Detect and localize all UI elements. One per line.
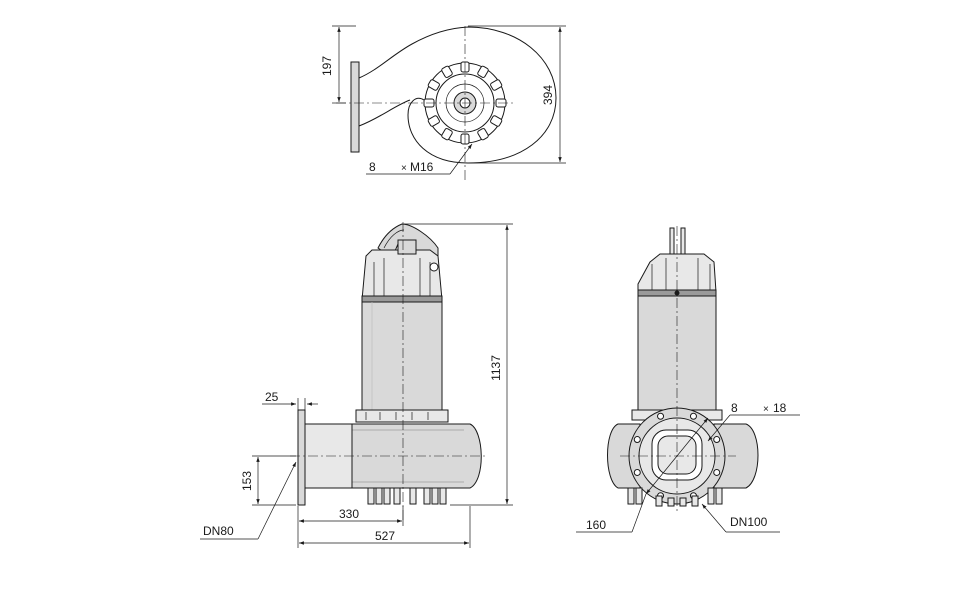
impeller-vane — [477, 128, 489, 141]
side-feet — [367, 487, 447, 505]
impeller-vane — [441, 128, 453, 141]
top-volute-inner — [358, 99, 411, 127]
side-handle-detail — [383, 229, 405, 249]
side-cable-box — [397, 239, 417, 255]
side-joint-band — [355, 409, 449, 423]
front-motor-top — [637, 253, 717, 293]
hole-count: 8 — [731, 401, 738, 415]
dim-25-value: 25 — [265, 390, 279, 404]
dn100-leader-diagonal — [701, 503, 727, 533]
flange-hole — [713, 436, 721, 444]
dim-330-value: 330 — [339, 507, 359, 521]
top-view: 197 394 8 × M16 — [320, 25, 566, 180]
front-top-ribs — [651, 258, 711, 292]
hole-leader-diagonal — [707, 414, 731, 442]
side-joint-bolts — [365, 412, 429, 420]
impeller-vane — [427, 115, 440, 127]
dn80-label: DN80 — [203, 524, 234, 538]
side-top-ribs — [373, 258, 431, 300]
top-flange-plate — [350, 61, 360, 153]
side-motor-housing — [361, 301, 443, 411]
dim-527-value: 527 — [375, 529, 395, 543]
top-volute-outline — [358, 26, 557, 164]
dim-1137-value: 1137 — [489, 355, 503, 381]
flange-hole — [657, 412, 665, 420]
flange-hole — [633, 468, 641, 476]
dn80-leader-diagonal — [257, 461, 297, 540]
flange-hole — [689, 412, 697, 420]
pcd-leader-diagonal — [631, 493, 647, 533]
impeller-vane — [427, 79, 440, 91]
impeller-vane — [490, 115, 503, 127]
bolt-count: 8 — [369, 160, 376, 174]
dim-394-value: 394 — [541, 85, 555, 105]
bolt-leader-diagonal — [449, 143, 473, 175]
side-outlet-flange — [297, 409, 306, 506]
bolt-times: × — [401, 163, 407, 174]
impeller-vane — [490, 79, 503, 91]
flange-hole — [633, 436, 641, 444]
front-feet — [627, 487, 723, 507]
front-view: 8 × 18 160 DN100 — [576, 226, 800, 533]
dn100-label: DN100 — [730, 515, 768, 529]
pcd-diameter-line — [645, 417, 709, 495]
impeller-vane — [477, 65, 489, 78]
side-view: 1137 25 153 330 527 DN80 — [200, 222, 513, 548]
pcd-value: 160 — [586, 518, 606, 532]
bolt-thread: M16 — [410, 160, 434, 174]
hole-times: × — [763, 404, 769, 415]
flange-hole — [713, 468, 721, 476]
hole-size: 18 — [773, 401, 787, 415]
impeller-vane — [441, 65, 453, 78]
side-handle-eye — [429, 262, 439, 272]
side-top-band — [361, 295, 443, 303]
dim-197-value: 197 — [320, 56, 334, 76]
dim-153-value: 153 — [240, 471, 254, 491]
side-volute-highlight — [350, 429, 464, 483]
